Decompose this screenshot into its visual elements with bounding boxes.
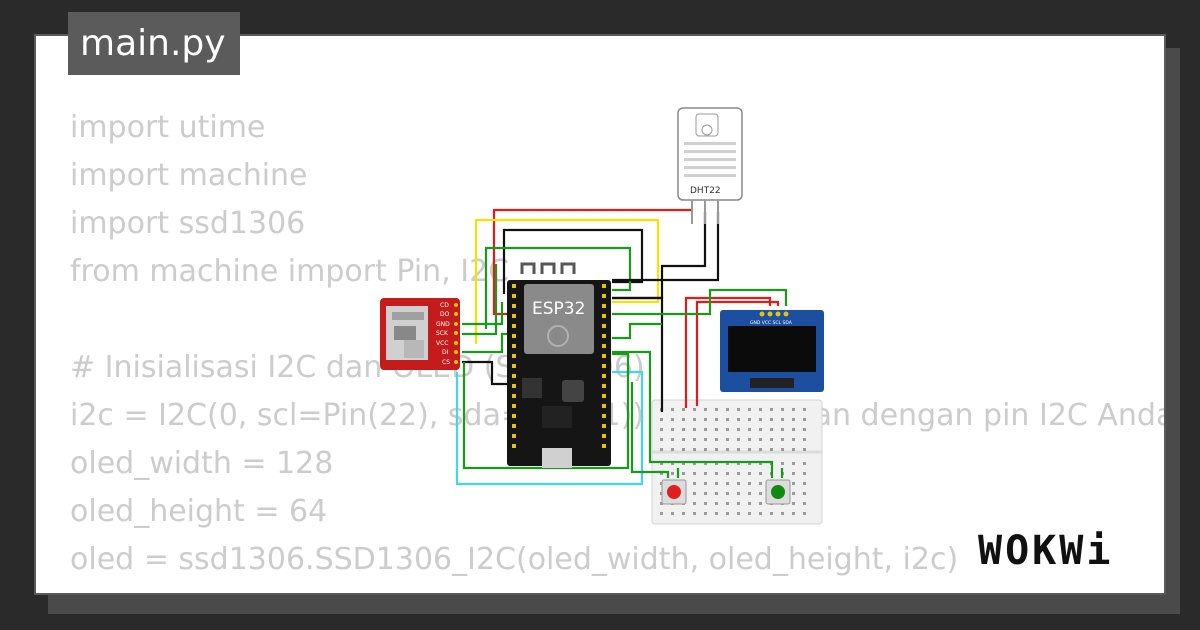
sd-card-module: CD DO GND SCK VCC DI CS [380,298,460,370]
code-line: import utime [70,110,266,145]
preview-card: import utime import machine import ssd1306… [34,34,1166,595]
sd-pin-gnd: GND [436,321,450,328]
file-tab[interactable]: main.py [68,12,240,75]
pushbutton-red[interactable] [661,479,687,505]
wokwi-logo: WOKWi [978,528,1114,574]
code-line: from machine import Pin, I2C [70,254,510,289]
esp32-board: ESP32 [507,262,611,468]
code-line: import ssd1306 [70,206,306,241]
code-line: oled_height = 64 [70,494,328,529]
code-line: import machine [70,158,308,193]
esp32-right-pins [602,284,606,448]
oled-display: GND VCC SCL SDA [720,310,824,392]
circuit-diagram: DHT22 ESP32 [380,107,824,525]
code-line: oled_width = 128 [70,446,334,481]
code-editor: import utime import machine import ssd1306… [70,104,1164,584]
sd-pin-do: DO [440,311,450,318]
dht22-label: DHT22 [690,186,721,196]
pushbutton-green[interactable] [765,479,791,505]
esp32-left-pins [512,284,516,448]
sd-pin-cd: CD [440,302,449,309]
oled-pin-labels: GND VCC SCL SDA [750,320,793,326]
sd-pin-vcc: VCC [436,340,448,347]
code-line: oled = ssd1306.SSD1306_I2C(oled_width, o… [70,542,959,577]
sd-pin-di: DI [442,349,449,356]
esp32-label: ESP32 [532,299,585,319]
dht22-sensor: DHT22 [677,107,743,224]
sd-pin-cs: CS [442,359,450,366]
wires [455,208,788,486]
sd-pin-sck: SCK [436,330,449,337]
